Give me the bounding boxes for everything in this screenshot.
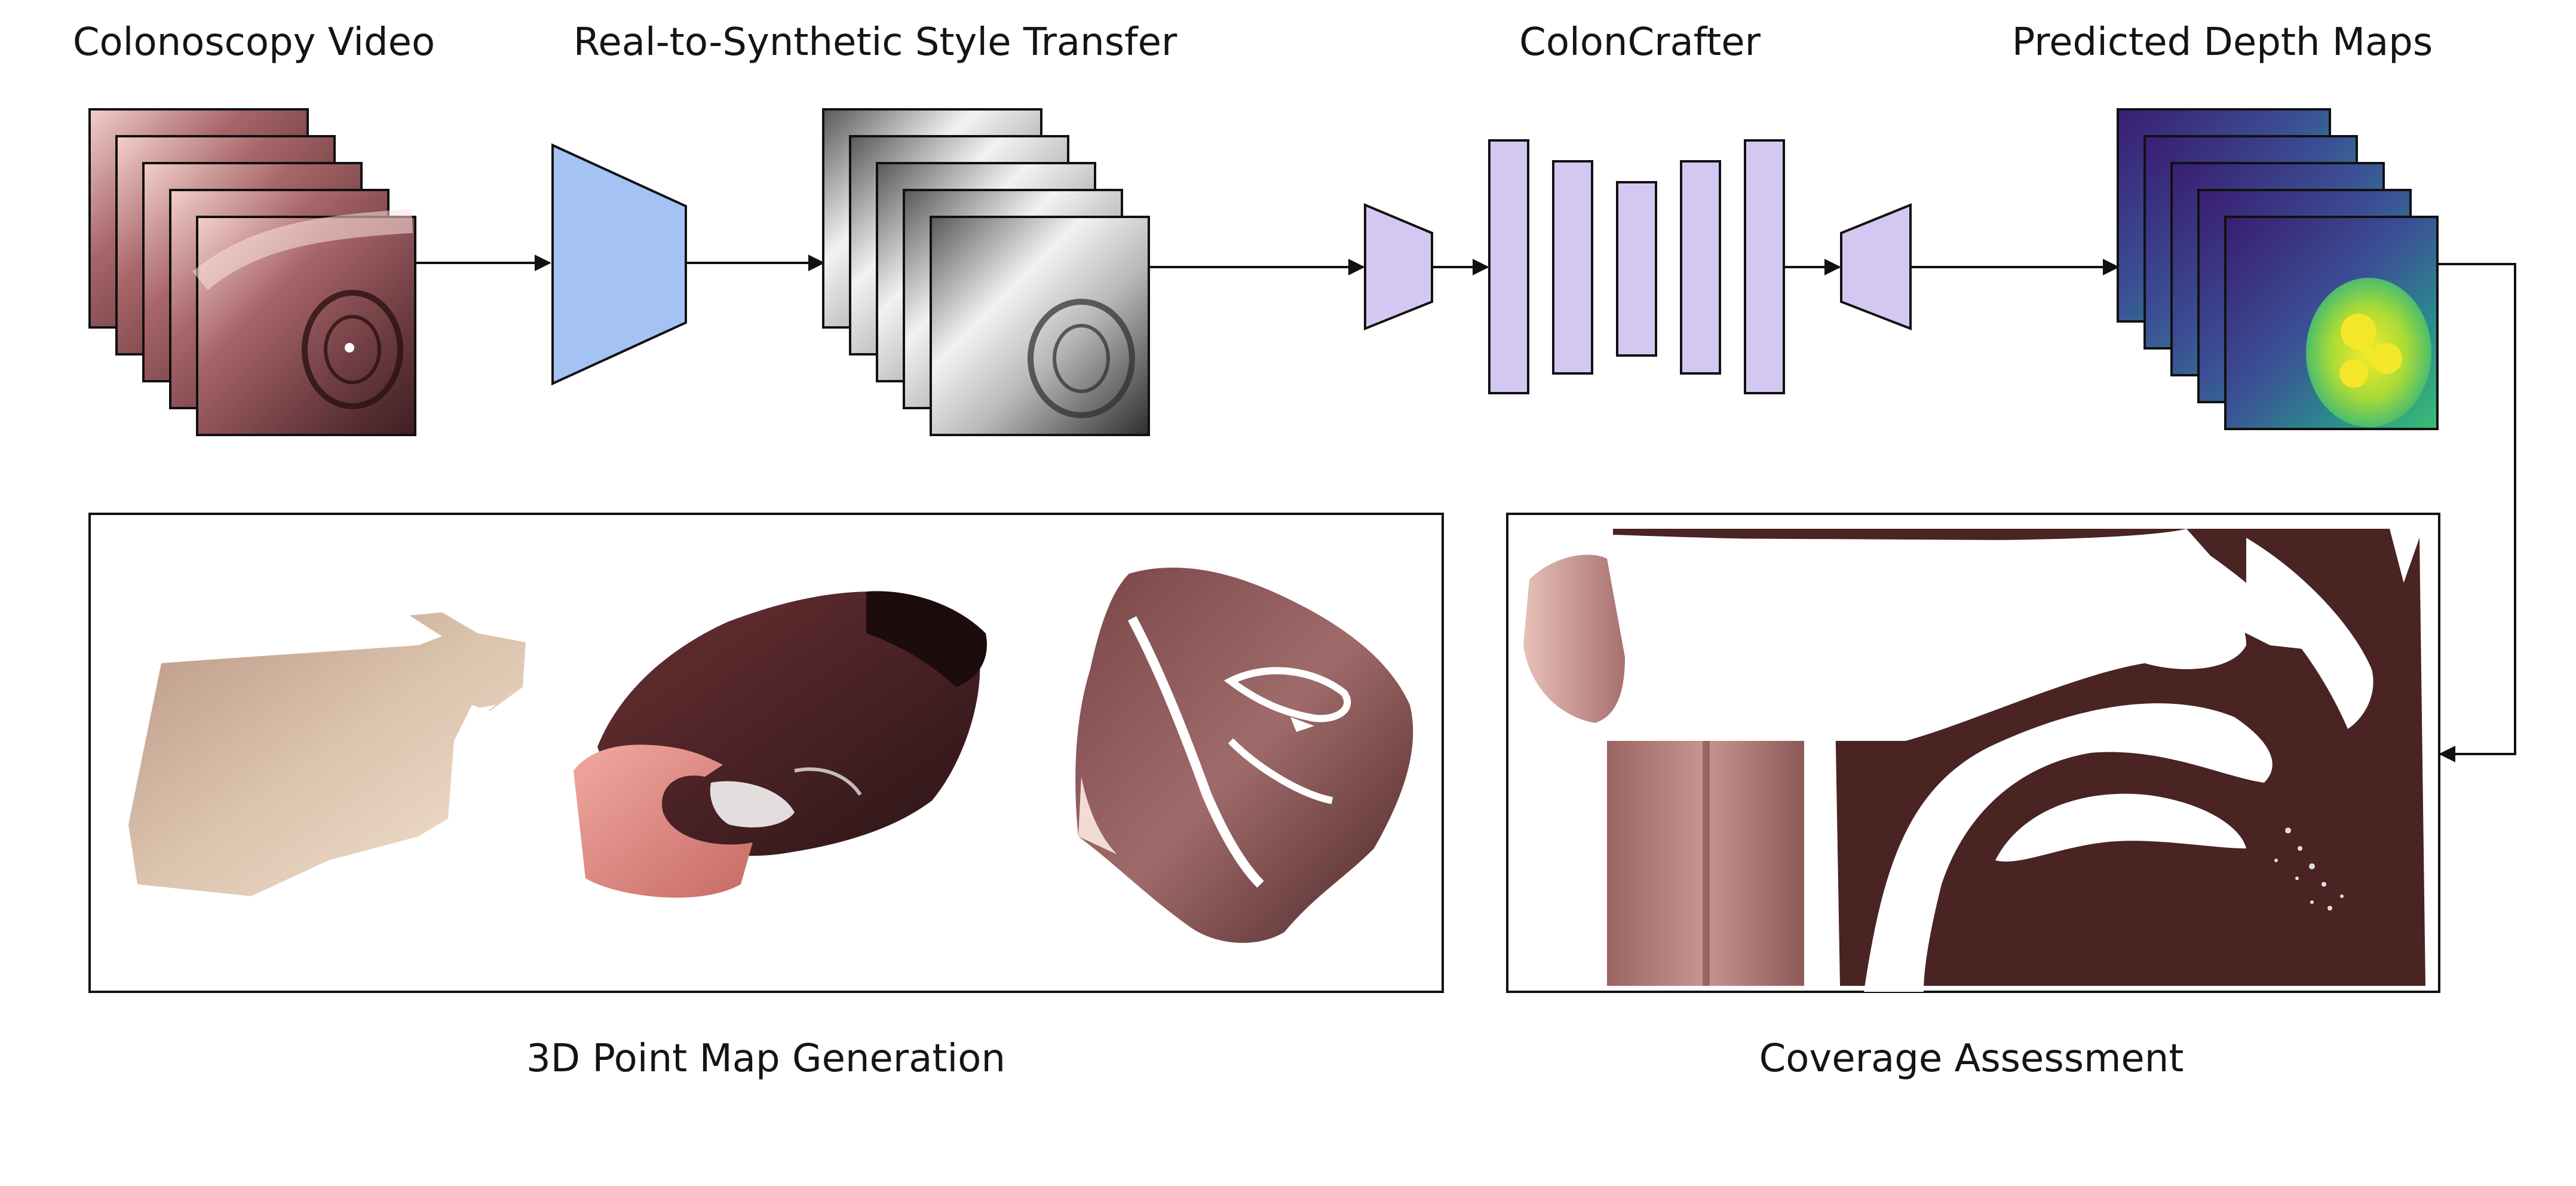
video-frame-stack [88,108,416,436]
label-point-map-generation: 3D Point Map Generation [526,1037,1005,1081]
coloncrafter-block-2 [1552,160,1593,375]
video-frame-front-detail [192,209,413,409]
coloncrafter-decoder [1840,203,1912,330]
arrow-depth-to-coverage [2437,263,2516,762]
pointmap-render-2 [574,591,987,898]
label-style-transfer: Real-to-Synthetic Style Transfer [574,20,1177,65]
pointmap-render-3 [1075,568,1413,943]
coloncrafter-encoder [1364,203,1433,330]
pointmap-render-1 [128,612,526,896]
depth-map-front-detail [2306,278,2431,427]
synthetic-frame-front-detail [1028,299,1135,418]
coloncrafter-block-5 [1744,139,1785,394]
style-transfer-network [551,143,687,386]
label-predicted-depth-maps: Predicted Depth Maps [2012,20,2433,65]
coverage-map [1523,529,2425,992]
coloncrafter-block-3 [1616,181,1657,357]
label-coloncrafter: ColonCrafter [1519,20,1761,65]
coloncrafter-block-4 [1680,160,1721,375]
label-colonoscopy-video: Colonoscopy Video [73,20,435,65]
synthetic-frame-stack [822,108,1150,436]
coloncrafter-network [1364,139,1912,394]
coloncrafter-block-1 [1488,139,1529,394]
label-coverage-assessment: Coverage Assessment [1759,1037,2184,1081]
